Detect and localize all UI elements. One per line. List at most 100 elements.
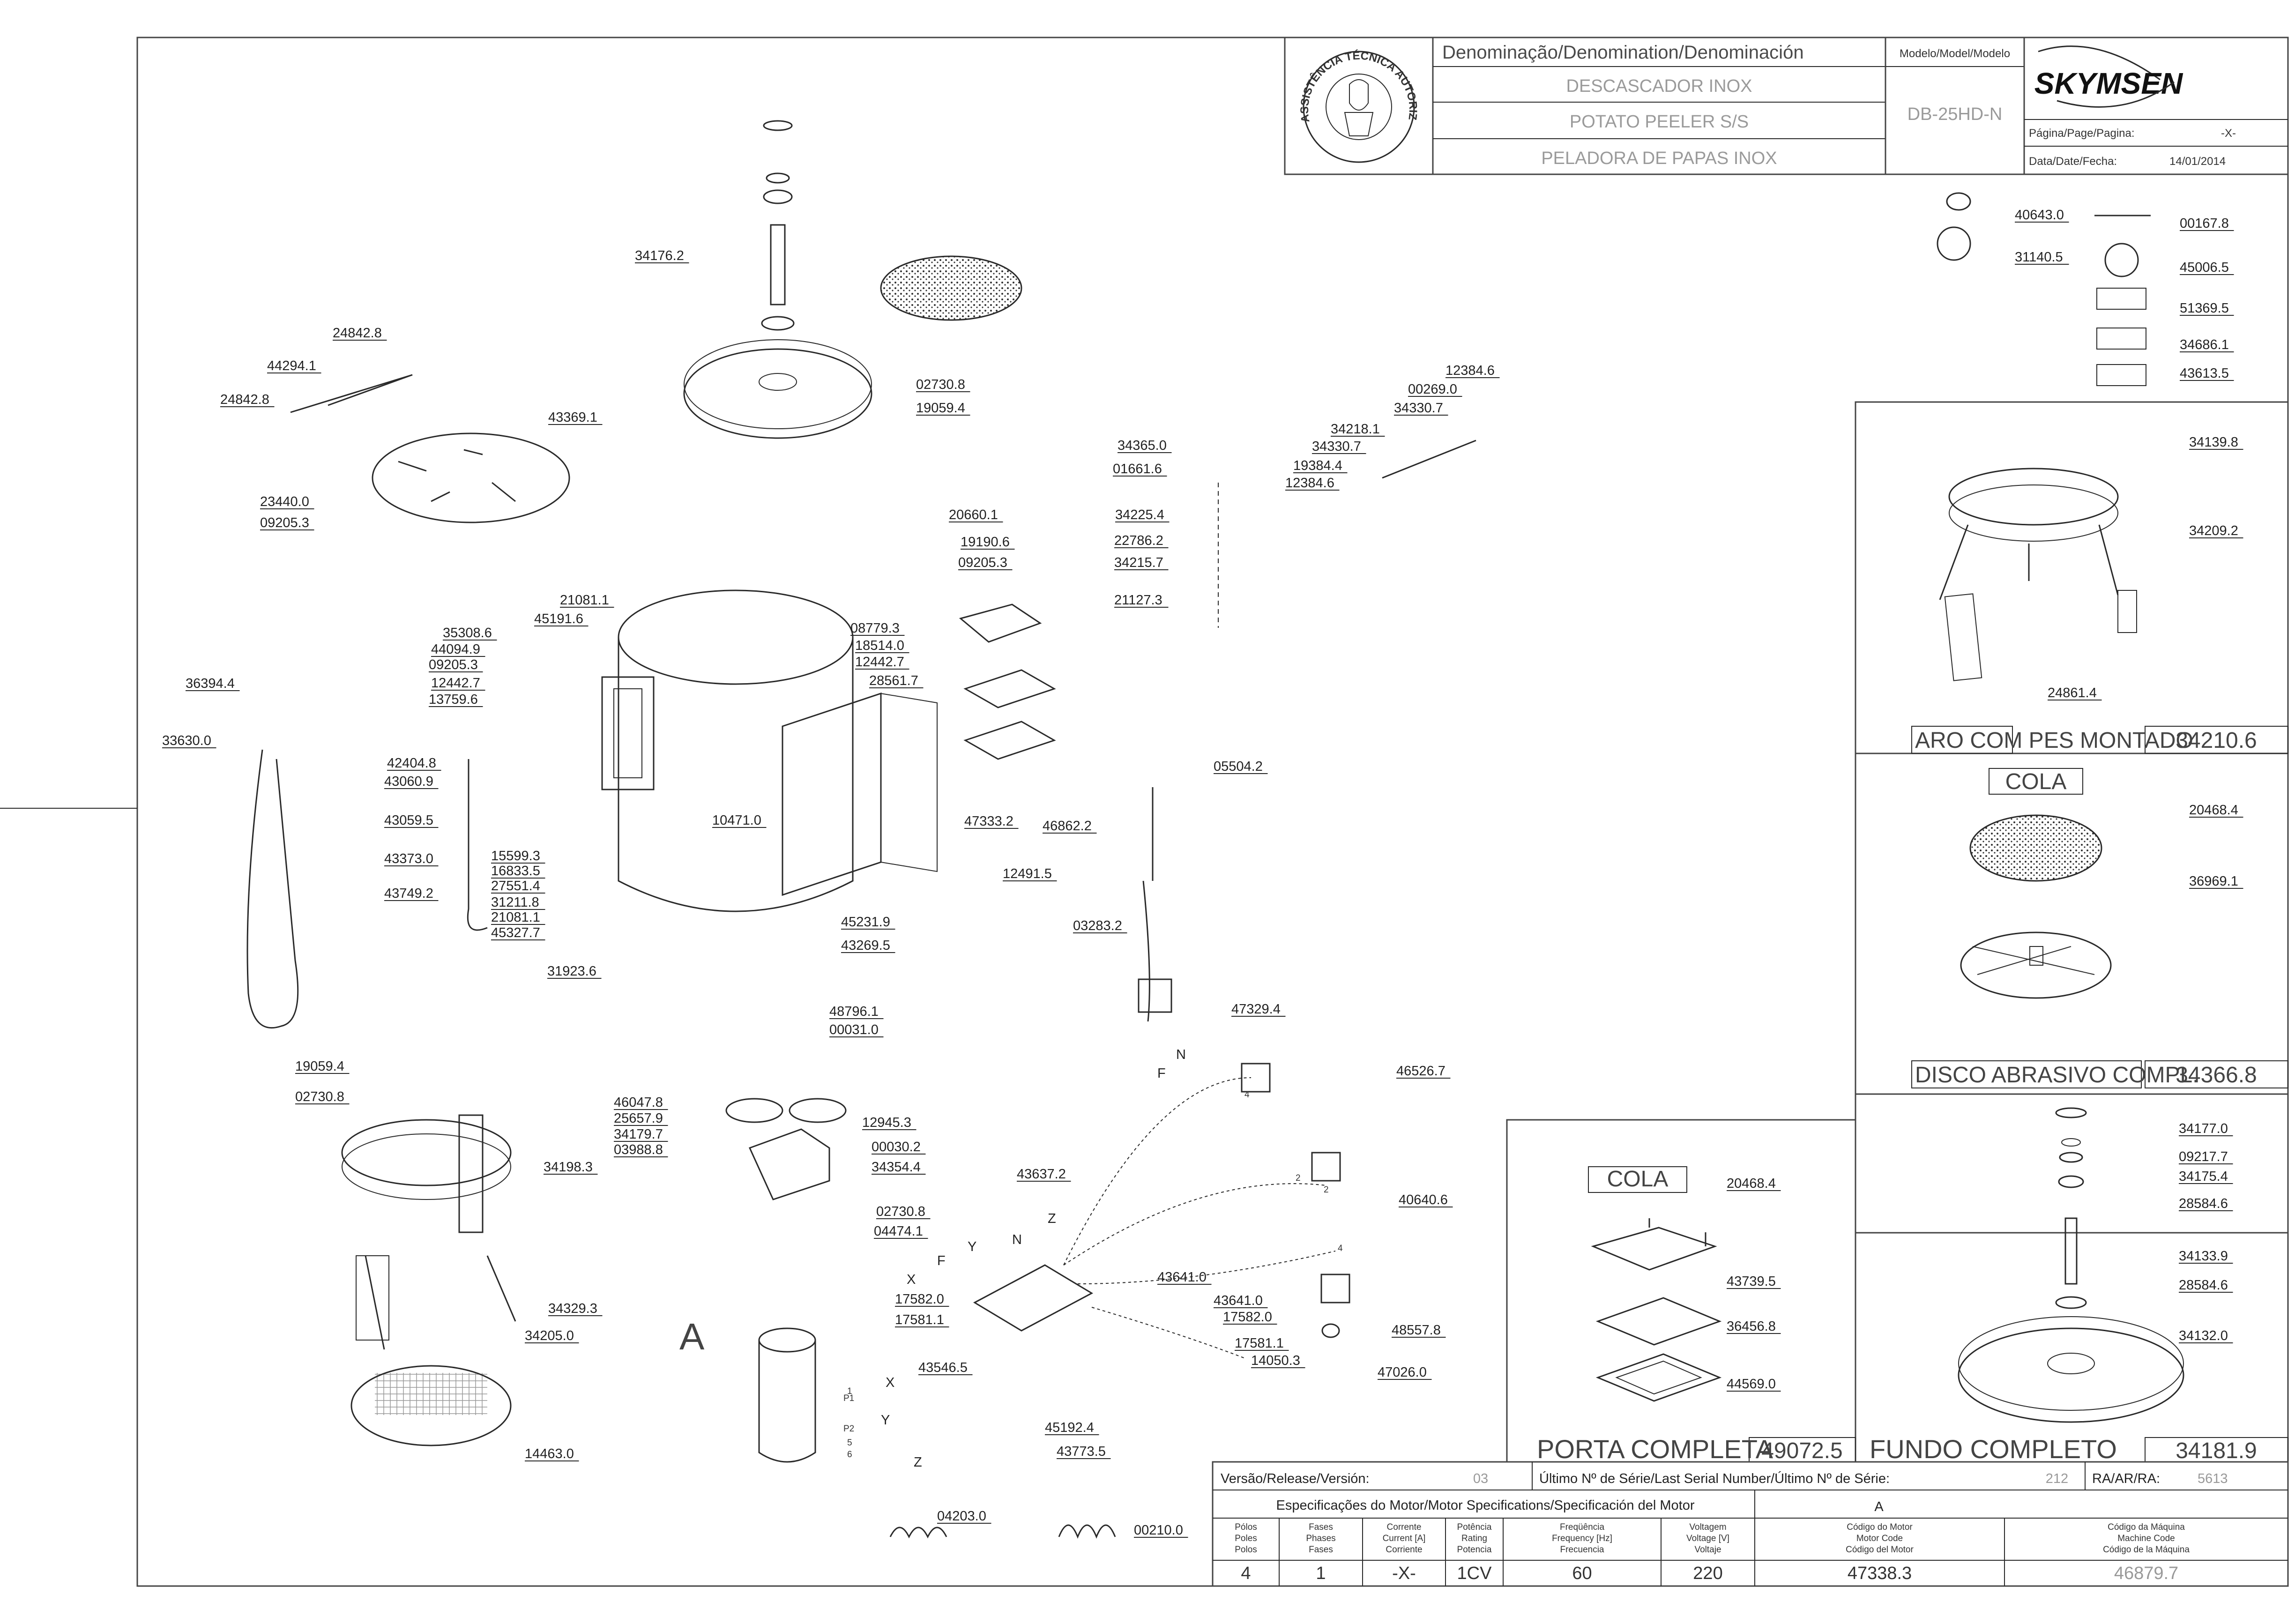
motor-spec-header: Machine Code	[2117, 1534, 2175, 1543]
motor-spec-header: Código do Motor	[1847, 1522, 1913, 1532]
part-number-label: 12442.7	[431, 676, 480, 691]
part-number-label: 17582.0	[1223, 1310, 1272, 1325]
porta-name: PORTA COMPLETA	[1537, 1434, 1773, 1464]
part-number-label: 15599.3	[491, 849, 540, 864]
part-number-label: 45192.4	[1045, 1420, 1094, 1435]
wire-label-y-motor: Y	[881, 1413, 890, 1428]
part-number-label: 21081.1	[491, 910, 540, 925]
part-number-label: 43269.5	[841, 938, 890, 953]
assembly-panels: ARO COM PES MONTADO 34210.6 COLA DISCO A…	[1506, 401, 2289, 1464]
wire-label-z-board: Z	[1048, 1211, 1056, 1226]
wire-label-p2: P2	[843, 1424, 854, 1434]
part-number-label: 02730.8	[916, 377, 965, 392]
part-number-label: 31211.8	[491, 895, 539, 910]
page-label: Página/Page/Pagina:	[2029, 127, 2135, 140]
motor-spec-value: 1CV	[1457, 1564, 1492, 1583]
part-number-label: 19059.4	[916, 401, 965, 416]
part-number-label: 34176.2	[635, 248, 684, 263]
part-number-label: 45006.5	[2180, 260, 2229, 275]
part-number-label: 34133.9	[2179, 1249, 2228, 1264]
part-number-label: 00269.0	[1408, 382, 1457, 397]
part-number-label: 43641.0	[1157, 1270, 1207, 1285]
part-number-label: 19059.4	[295, 1059, 344, 1074]
disco-code: 34366.8	[2176, 1063, 2257, 1088]
part-number-label: 24842.8	[220, 392, 269, 407]
part-number-label: 48557.8	[1392, 1323, 1441, 1338]
motor-spec-header: Fases	[1309, 1545, 1333, 1555]
part-number-label: 34218.1	[1331, 422, 1380, 437]
part-number-label: 24842.8	[333, 326, 382, 341]
wire-label-n: N	[1176, 1047, 1186, 1062]
motor-spec-header: Freqüência	[1560, 1522, 1604, 1532]
part-number-label: 05504.2	[1214, 759, 1263, 774]
porta-cola: COLA	[1607, 1167, 1669, 1192]
part-number-label: 31923.6	[547, 964, 596, 979]
part-number-label: 33630.0	[162, 733, 211, 748]
part-number-label: 21081.1	[560, 593, 609, 608]
part-number-label: 24861.4	[2048, 685, 2097, 700]
part-number-label: 44294.1	[267, 358, 316, 373]
part-number-label: 09205.3	[429, 657, 478, 672]
part-number-label: 45327.7	[491, 925, 540, 940]
part-number-label: 19190.6	[961, 535, 1010, 550]
seal-text: ASSISTÊNCIA TÉCNICA AUTORIZADA	[0, 0, 1419, 123]
part-number-label: 43749.2	[384, 886, 433, 901]
part-number-label: 43060.9	[384, 774, 433, 789]
part-number-label: 01661.6	[1113, 462, 1162, 477]
part-number-label: 43739.5	[1727, 1274, 1776, 1289]
part-number-label: 18514.0	[855, 638, 904, 653]
motor-spec-header: Potência	[1457, 1522, 1492, 1532]
part-number-label: 46526.7	[1396, 1064, 1446, 1079]
part-number-label: 47333.2	[964, 814, 1013, 829]
part-number-label: 34365.0	[1118, 438, 1167, 453]
part-number-label: 12945.3	[862, 1115, 911, 1130]
part-number-label: 13759.6	[429, 692, 478, 707]
wire-label-f-board: F	[937, 1253, 946, 1268]
wire-label-1: 1	[847, 1386, 852, 1396]
wire-label-f: F	[1157, 1066, 1166, 1081]
part-number-label: 00030.2	[872, 1140, 921, 1155]
part-number-label: 04203.0	[937, 1509, 986, 1524]
motor-spec-header: Motor Code	[1856, 1534, 1903, 1543]
motor-spec-header: Corriente	[1386, 1545, 1422, 1555]
disco-assembly-panel: COLA DISCO ABRASIVO COMPL. 34366.8	[1911, 768, 2288, 1088]
drawing-border	[136, 37, 2289, 1587]
wire-label-p1: P1	[843, 1393, 854, 1403]
title-block: ASSISTÊNCIA TÉCNICA AUTORIZADA Denominaç…	[0, 0, 2289, 175]
part-number-label: 36394.4	[186, 676, 235, 691]
wire-label-5: 5	[847, 1438, 852, 1448]
date-label: Data/Date/Fecha:	[2029, 155, 2117, 168]
product-name-pt: DESCASCADOR INOX	[1566, 76, 1752, 96]
wire-label-x-board: X	[907, 1272, 916, 1287]
motor-spec-value: 1	[1316, 1564, 1326, 1583]
motor-spec-header: Voltage [V]	[1686, 1534, 1729, 1543]
part-number-label: 14050.3	[1251, 1353, 1300, 1368]
part-number-label: 34225.4	[1115, 507, 1164, 522]
motor-spec-header: Current [A]	[1383, 1534, 1426, 1543]
serial-label: Último Nº de Série/Last Serial Number/Úl…	[1539, 1471, 1890, 1486]
motor-spec-header: Rating	[1461, 1534, 1487, 1543]
detail-letter-a: A	[679, 1316, 705, 1357]
part-number-label: 25657.9	[614, 1111, 663, 1126]
part-number-label: 20468.4	[2189, 803, 2238, 818]
part-number-label: 34329.3	[548, 1301, 597, 1316]
part-number-label: 02730.8	[295, 1089, 344, 1104]
fundo-assembly-panel: FUNDO COMPLETO 34181.9	[1870, 1107, 2288, 1464]
denomination-header: Denominação/Denomination/Denominación	[1442, 42, 1804, 63]
motor-spec-header: Phases	[1306, 1534, 1335, 1543]
part-number-label: 46862.2	[1043, 819, 1092, 834]
part-number-label: 34205.0	[525, 1328, 574, 1343]
wire-label-4: 4	[1244, 1090, 1250, 1100]
part-number-label: 12491.5	[1003, 866, 1052, 881]
motor-spec-value: 4	[1241, 1564, 1251, 1583]
part-number-label: 34132.0	[2179, 1328, 2228, 1343]
part-number-label: 12442.7	[855, 655, 904, 670]
wire-label-6: 6	[847, 1450, 852, 1460]
serial-value: 212	[2046, 1471, 2068, 1486]
motor-spec-header: Fases	[1309, 1522, 1333, 1532]
porta-code: 49072.5	[1761, 1438, 1843, 1463]
wire-label-2a: 2	[1296, 1173, 1301, 1183]
disco-name: DISCO ABRASIVO COMPL.	[1915, 1063, 2198, 1088]
part-number-label: 09205.3	[260, 515, 309, 530]
part-number-label: 43369.1	[548, 410, 597, 425]
